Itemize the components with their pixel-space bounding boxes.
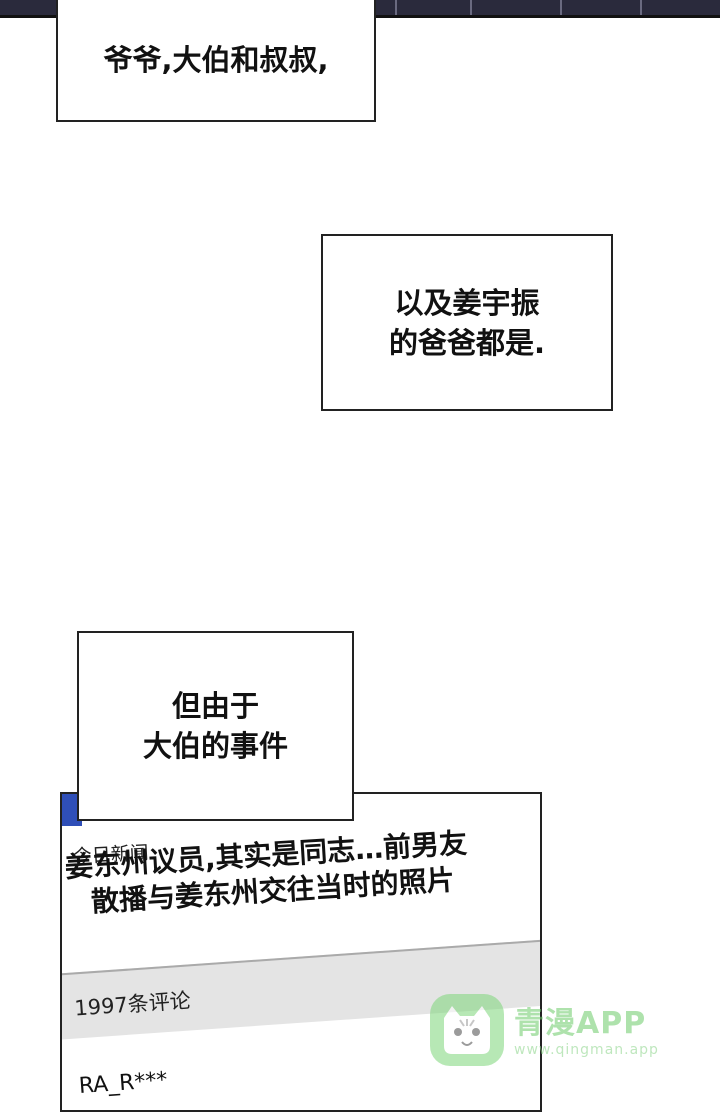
speech-box-kang-father: 以及姜宇振 的爸爸都是. xyxy=(321,234,613,411)
speech-text: 爷爷,大伯和叔叔, xyxy=(103,43,329,77)
cat-mascot-icon xyxy=(430,994,504,1066)
speech-text: 大伯的事件 xyxy=(142,729,288,763)
speech-text: 以及姜宇振 xyxy=(394,285,540,320)
comments-count: 1997条评论 xyxy=(73,988,192,1021)
watermark-url: www.qingman.app xyxy=(514,1042,659,1058)
speech-box-incident: 但由于 大伯的事件 xyxy=(77,631,354,821)
news-headline[interactable]: 姜东州议员,其实是同志…前男友 散播与姜东州交往当时的照片 xyxy=(64,819,540,921)
app-watermark: 青漫APP www.qingman.app xyxy=(430,992,680,1068)
comment-username: RA_R*** xyxy=(78,1067,169,1099)
watermark-title: 青漫APP xyxy=(514,1006,647,1041)
speech-box-grandfather-uncles: 爷爷,大伯和叔叔, xyxy=(56,0,376,122)
speech-text: 的爸爸都是. xyxy=(388,325,546,360)
speech-text: 但由于 xyxy=(171,689,259,723)
